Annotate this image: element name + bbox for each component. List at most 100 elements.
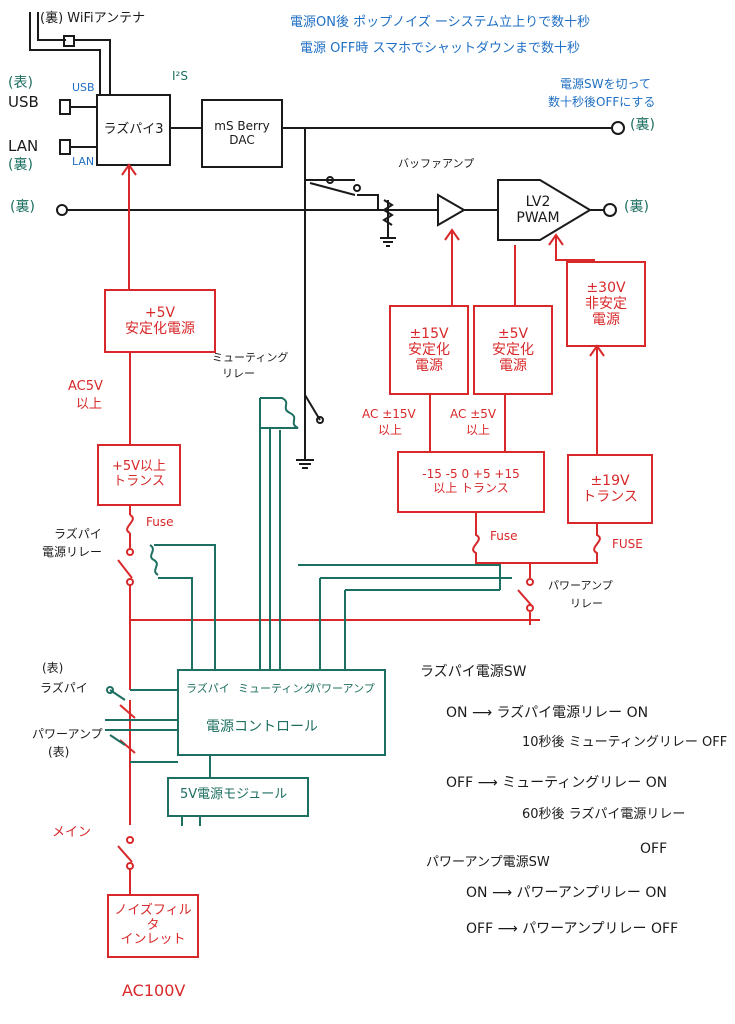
fuse2-label: Fuse [490,529,518,543]
legend-row-1: ON ⟶ ラズパイ電源リレー ON [446,705,649,721]
wifi-label: (裏) WiFiアンテナ [40,11,146,26]
note-line-3: 電源SWを切って [560,77,651,91]
note-line-1: 電源ON後 ポップノイズ ーシステム立上りで数十秒 [290,15,591,30]
usb-label: USB [8,93,39,111]
trans19-box [567,454,653,524]
noise-filter-label-1: ノイズフィルタ [114,902,192,933]
psu5b-label-2: 安定化 [492,341,534,358]
usb-side-label: (表) [8,75,33,91]
psu15-label-3: 電源 [415,358,443,375]
noise-filter-box [107,894,199,958]
buffer-amp-label: バッファアンプ [398,157,475,170]
ac15v-a-label-1: AC ±15V [362,407,416,421]
trans5-block: +5V以上 トランス [98,445,180,505]
sw-raspi-label: ラズパイ [40,681,88,695]
legend-row-2: 10秒後 ミューティングリレー OFF [522,735,728,750]
raspi-relay-label-1: ラズパイ [54,527,102,541]
psu5-box [104,289,216,353]
noise-filter-label-2: インレット [120,932,186,948]
power-control-box [177,669,386,756]
wifi-antenna-wire [37,12,66,41]
trans-multi-box [397,451,545,513]
i2s-label: I²S [172,69,188,83]
lv2-label-1: LV2 [525,193,551,210]
power-wiring [97,163,653,958]
lv2-pwam-box [497,179,592,241]
psu-module-label: 5V電源モジュール [180,787,288,802]
ac5v-label-1: AC5V [68,379,103,394]
main-label: メイン [52,825,92,840]
legend-row-6: ON ⟶ パワーアンプリレー ON [466,885,667,901]
buffer-amp-triangle [437,193,467,227]
legend-row-7: OFF ⟶ パワーアンプリレー OFF [466,921,679,937]
raspi-block: ラズパイ3 [97,95,170,165]
legend-row-3: OFF ⟶ ミューティングリレー ON [446,775,668,791]
psu15-label-2: 安定化 [408,341,450,358]
legend-title-raspi: ラズパイ電源SW [420,664,527,680]
usb-small-label: USB [72,81,95,94]
back-out-label: (裏) [630,117,655,133]
noise-filter-block: ノイズフィルタ インレット [108,895,198,957]
legend-row-5: OFF [640,841,668,857]
usb-connector [59,99,71,115]
sw-raspi-side-label: (表) [42,661,64,675]
fuse3-label: FUSE [612,537,643,551]
signal-wiring [29,12,625,469]
ac100-label: AC100V [122,981,186,1000]
muting-relay-label-1: ミューティング [212,351,289,364]
psu30-label-1: ±30V [586,279,626,296]
lv2-block: LV2 PWAM [498,183,578,237]
power-control-label: 電源コントロール [206,719,318,735]
pa-relay-label-1: パワーアンプ [548,579,613,592]
psu5-label-2: 安定化電源 [125,321,195,337]
fuse1-label: Fuse [146,515,174,529]
dac-box [201,99,283,168]
psu5-label-1: +5V [144,304,176,321]
lv2-label-2: PWAM [516,210,560,226]
back-right-label: (裏) [624,199,649,215]
trans-multi-label-2: 以上 トランス [433,481,509,495]
trans19-label-1: ±19V [590,472,630,489]
sw-pa-side-label: (表) [48,745,70,759]
pa-relay-label-2: リレー [570,597,603,610]
lan-connector [59,139,71,155]
ctrl-raspi-label: ラズパイ [186,682,230,695]
note-line-4: 数十秒後OFFにする [548,95,656,109]
psu5b-label-3: 電源 [499,358,527,375]
lan-label: LAN [8,137,39,155]
trans-multi-label-1: -15 -5 0 +5 +15 [422,467,520,482]
dac-block: mS Berry DAC [202,100,282,167]
trans5-label-1: +5V以上 [111,459,167,475]
psu30-label-2: 非安定 [585,295,627,312]
legend-title-pa: パワーアンプ電源SW [426,855,550,870]
back-left-label: (裏) [10,199,35,215]
psu5b-block: ±5V 安定化 電源 [474,306,552,394]
ac15v-b-label-2: 以上 [466,423,491,437]
trans5-label-2: トランス [113,474,165,489]
trans19-block: ±19V トランス [568,455,652,523]
raspi-block-label: ラズパイ3 [103,121,164,137]
ctrl-muting-label: ミューティング [238,682,315,695]
psu30-block: ±30V 非安定 電源 [567,262,645,346]
muting-relay-label-2: リレー [222,367,255,380]
raspi-box [96,94,171,166]
legend-row-4: 60秒後 ラズパイ電源リレー [522,807,686,822]
control-wiring [105,397,512,826]
trans5-box [97,444,181,506]
psu-module-box [167,777,309,817]
raspi-relay-label-2: 電源リレー [42,545,103,559]
ac15v-b-label-1: AC ±5V [450,407,497,421]
psu5b-label-1: ±5V [497,325,529,342]
psu30-label-3: 電源 [592,312,620,329]
ac15v-a-label-2: 以上 [378,423,403,437]
trans-multi-block: -15 -5 0 +5 +15 以上 トランス [398,452,544,512]
sw-pa-label: パワーアンプ [32,727,103,741]
lan-small-label: LAN [72,155,95,168]
psu30-box [566,261,646,347]
ac5v-label-2: 以上 [76,397,103,412]
lan-side-label: (裏) [8,157,33,173]
psu15-label-1: ±15V [409,325,449,342]
note-line-2: 電源 OFF時 スマホでシャットダウンまで数十秒 [300,41,581,56]
